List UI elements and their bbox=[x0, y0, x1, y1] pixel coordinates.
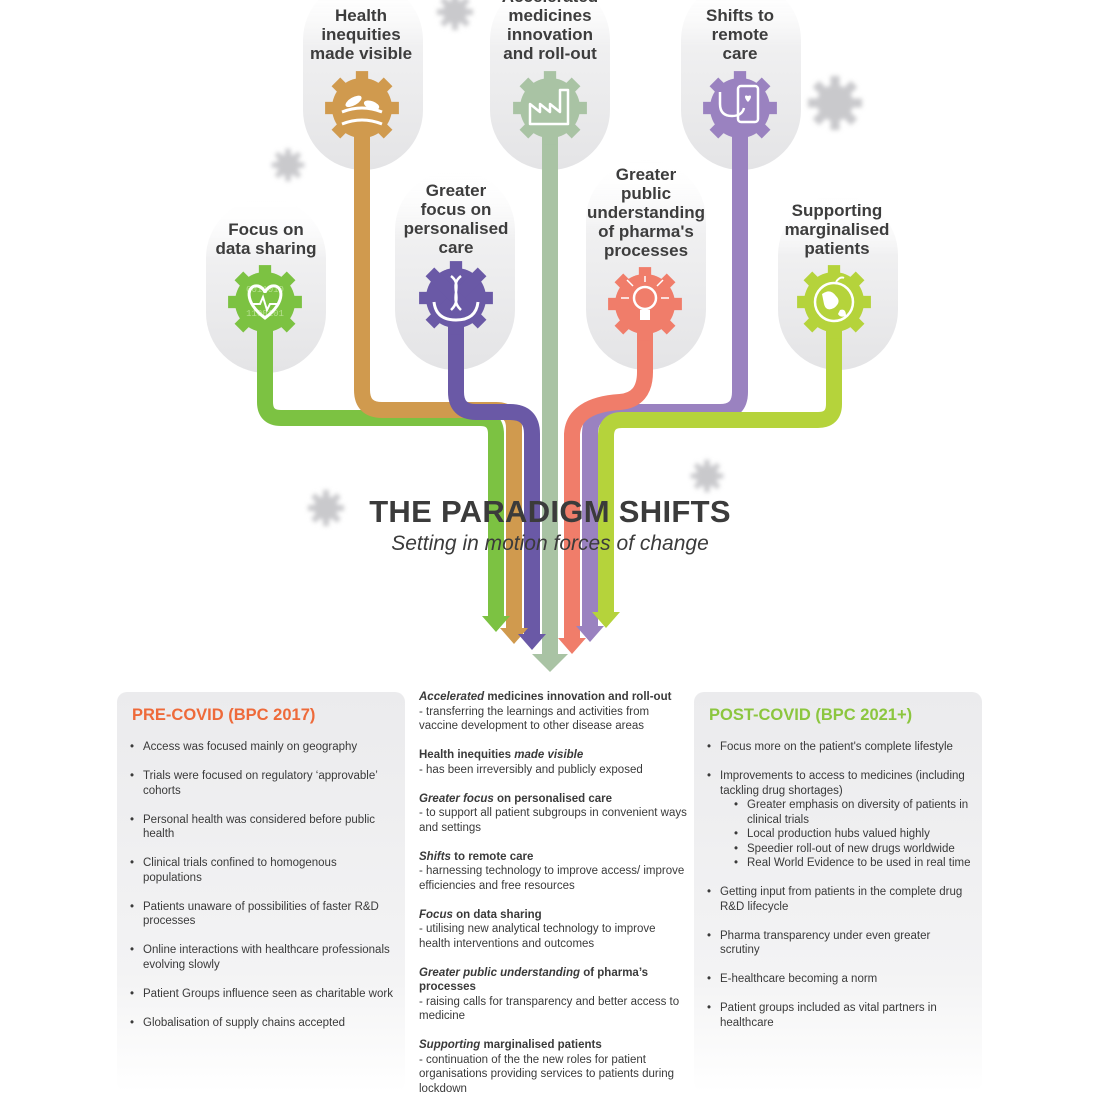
shift-description-text: - transferring the learnings and activit… bbox=[419, 705, 650, 733]
shift-heading-lead: Health inequities bbox=[419, 749, 515, 761]
gear-icon bbox=[308, 490, 344, 526]
branch-paths bbox=[257, 100, 842, 656]
globe-apple-icon bbox=[797, 265, 871, 339]
shift-description: Greater focus on personalised care - to … bbox=[419, 792, 689, 836]
branch-label-data-sharing: Focus on data sharing bbox=[215, 220, 317, 258]
arrow-heads bbox=[482, 612, 620, 672]
branch-label-remote-care: Shifts to remote care bbox=[706, 6, 774, 63]
shift-description-text: - has been irreversibly and publicly exp… bbox=[419, 763, 643, 776]
icon-nodes: 0011010 1100101 bbox=[228, 71, 871, 341]
shift-heading-emphasis: Shifts bbox=[419, 850, 451, 863]
hands-pills-icon bbox=[325, 71, 399, 145]
gear-icon bbox=[690, 459, 724, 493]
shift-description-text: - to support all patient subgroups in co… bbox=[419, 807, 687, 834]
branch-label-health-inequities: Health inequities made visible bbox=[309, 6, 413, 63]
svg-text:1100101: 1100101 bbox=[246, 309, 284, 319]
branch-label-marginalised: Supporting marginalised patients bbox=[784, 201, 890, 258]
list-item: Patients unaware of possibilities of fas… bbox=[129, 900, 394, 929]
list-item: Access was focused mainly on geography bbox=[129, 740, 394, 755]
branch-label-accelerated: Accelerated medicines innovation and rol… bbox=[502, 0, 598, 63]
list-item: Pharma transparency under even greater s… bbox=[706, 929, 971, 958]
post-covid-title: POST-COVID (BPC 2021+) bbox=[709, 706, 913, 724]
shift-description: Supporting marginalised patients - conti… bbox=[419, 1038, 689, 1096]
shift-description: Focus on data sharing - utilising new an… bbox=[419, 908, 689, 952]
shift-heading-rest: of pharma’s processes bbox=[419, 966, 648, 994]
lightbulb-icon bbox=[608, 267, 682, 341]
heart-binary-icon: 0011010 1100101 bbox=[228, 265, 302, 339]
branch-label-personalised-care: Greater focus on personalised care bbox=[403, 181, 509, 257]
pre-covid-list: Access was focused mainly on geography T… bbox=[129, 740, 394, 1045]
gear-icon bbox=[808, 76, 862, 130]
factory-icon bbox=[513, 71, 587, 145]
post-covid-panel: POST-COVID (BPC 2021+) Focus more on the… bbox=[694, 692, 982, 1092]
post-covid-list: Focus more on the patient's complete lif… bbox=[706, 740, 971, 1045]
diagram-subtitle: Setting in motion forces of change bbox=[391, 532, 709, 555]
shift-heading-rest: to remote care bbox=[450, 850, 534, 863]
list-item: Improvements to access to medicines (inc… bbox=[706, 769, 971, 798]
shift-heading-emphasis: Accelerated bbox=[419, 691, 485, 703]
list-item: Online interactions with healthcare prof… bbox=[129, 943, 394, 972]
shift-description: Accelerated medicines innovation and rol… bbox=[419, 690, 689, 734]
sub-list-item: Local production hubs valued highly bbox=[733, 827, 971, 842]
branch-path-personalised-care bbox=[448, 300, 540, 636]
sub-list-item: Speedier roll-out of new drugs worldwide bbox=[733, 842, 971, 857]
list-item: Focus more on the patient's complete lif… bbox=[706, 740, 971, 755]
branch-label-pharma-processes: Greater public understanding of pharma's… bbox=[586, 165, 706, 260]
shift-description-text: - utilising new analytical technology to… bbox=[419, 923, 656, 950]
shift-heading-rest: medicines innovation and roll-out bbox=[484, 691, 672, 703]
shift-description-text: - harnessing technology to improve acces… bbox=[419, 865, 685, 892]
shift-heading-rest: on data sharing bbox=[452, 908, 542, 921]
phone-stethoscope-icon bbox=[703, 71, 777, 145]
shifts-descriptions: Accelerated medicines innovation and rol… bbox=[419, 690, 689, 1111]
list-item: Globalisation of supply chains accepted bbox=[129, 1016, 394, 1031]
diagram-title: THE PARADIGM SHIFTS bbox=[369, 494, 731, 529]
list-item: Getting input from patients in the compl… bbox=[706, 885, 971, 914]
shift-heading-emphasis: Greater focus bbox=[419, 792, 494, 805]
pre-covid-title: PRE-COVID (BPC 2017) bbox=[132, 706, 316, 724]
list-item: Patient Groups influence seen as charita… bbox=[129, 987, 394, 1002]
branch-path-pharma-processes bbox=[564, 300, 653, 640]
background-gears bbox=[271, 0, 862, 526]
list-item: Patient groups included as vital partner… bbox=[706, 1001, 971, 1030]
shift-description: Shifts to remote care - harnessing techn… bbox=[419, 850, 689, 894]
gear-icon bbox=[271, 148, 305, 182]
shift-heading-rest: marginalised patients bbox=[480, 1039, 602, 1051]
sub-list-item: Real World Evidence to be used in real t… bbox=[733, 856, 971, 871]
branch-path-marginalised bbox=[598, 310, 842, 614]
shift-description-text: - continuation of the the new roles for … bbox=[419, 1053, 675, 1095]
shift-heading-rest: on personalised care bbox=[493, 792, 613, 805]
branch-path-data-sharing bbox=[257, 330, 504, 618]
shift-description: Greater public understanding of pharma’s… bbox=[419, 966, 689, 1024]
shift-description-text: - raising calls for transparency and bet… bbox=[419, 995, 680, 1023]
dna-hands-icon bbox=[419, 261, 493, 335]
pre-covid-panel: PRE-COVID (BPC 2017) Access was focused … bbox=[117, 692, 405, 1092]
list-item: Clinical trials confined to homogenous p… bbox=[129, 856, 394, 885]
list-item: E-healthcare becoming a norm bbox=[706, 972, 971, 987]
shift-heading-emphasis: Greater public understanding bbox=[419, 966, 581, 979]
shift-heading-emphasis: Supporting bbox=[419, 1039, 481, 1051]
shift-description: Health inequities made visible - has bee… bbox=[419, 748, 689, 777]
sub-list-item: Greater emphasis on diversity of patient… bbox=[733, 798, 971, 827]
shift-heading-emphasis: made visible bbox=[514, 749, 584, 761]
branch-path-health-inequities bbox=[354, 105, 522, 630]
list-item: Personal health was considered before pu… bbox=[129, 813, 394, 842]
shift-heading-emphasis: Focus bbox=[419, 908, 453, 921]
list-item: Trials were focused on regulatory ‘appro… bbox=[129, 769, 394, 798]
gear-icon bbox=[437, 0, 473, 30]
